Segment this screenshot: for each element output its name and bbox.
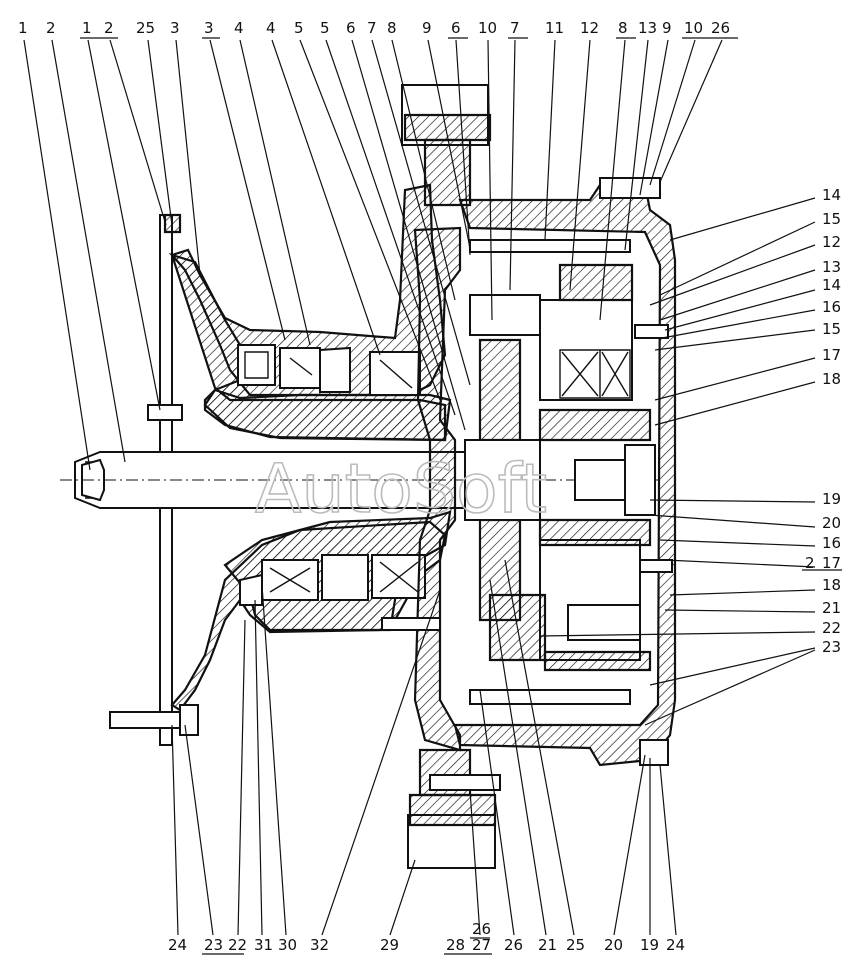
lower-housing	[170, 510, 452, 712]
callout-label: 15	[822, 320, 841, 338]
callout-label: 8	[387, 19, 397, 37]
callout-label: 8	[618, 19, 628, 37]
callout-label: 23	[204, 936, 223, 954]
bottom-labels: 24 23 22 31 30 32 29 28 26 27 26 21 25 2…	[168, 920, 685, 954]
callout-label: 2	[805, 554, 815, 572]
callout-label: 3	[170, 19, 180, 37]
upper-housing	[168, 183, 452, 442]
callout-label: 7	[510, 19, 520, 37]
main-shaft	[60, 451, 660, 509]
callout-label: 24	[666, 936, 685, 954]
callout-label: 1	[18, 19, 28, 37]
planet-gears	[488, 263, 652, 672]
callout-label: 10	[684, 19, 703, 37]
right-labels: 14 15 12 13 14 16 15 17 18 19 20 16 2 17…	[805, 186, 841, 656]
callout-label: 20	[822, 514, 841, 532]
callout-label: 20	[604, 936, 623, 954]
callout-label: 29	[380, 936, 399, 954]
callout-label: 12	[580, 19, 599, 37]
bottom-leaders	[171, 559, 677, 936]
callout-label: 12	[822, 233, 841, 251]
callout-label: 27	[472, 936, 491, 954]
callout-label: 22	[822, 619, 841, 637]
callout-label: 26	[711, 19, 730, 37]
callout-label: 10	[478, 19, 497, 37]
top-leaders	[23, 39, 723, 471]
callout-label: 16	[822, 534, 841, 552]
callout-label: 2	[104, 19, 114, 37]
callout-label: 1	[82, 19, 92, 37]
callout-label: 4	[234, 19, 244, 37]
callout-label: 14	[822, 186, 841, 204]
callout-label: 6	[346, 19, 356, 37]
lower-bearings	[239, 554, 426, 606]
ring-gear	[401, 84, 497, 869]
callout-label: 6	[451, 19, 461, 37]
callout-label: 15	[822, 210, 841, 228]
callout-label: 21	[538, 936, 557, 954]
callout-label: 4	[266, 19, 276, 37]
callout-label: 32	[310, 936, 329, 954]
callout-label: 19	[822, 490, 841, 508]
callout-label: 9	[422, 19, 432, 37]
callout-label: 30	[278, 936, 297, 954]
watermark: AutoSoft	[255, 450, 547, 529]
callout-label: 7	[367, 19, 377, 37]
callout-label: 28	[446, 936, 465, 954]
callout-label: 23	[822, 638, 841, 656]
callout-label: 18	[822, 576, 841, 594]
callout-label: 26	[504, 936, 523, 954]
callout-label: 24	[168, 936, 187, 954]
callout-label: 5	[320, 19, 330, 37]
callout-label: 9	[662, 19, 672, 37]
callout-label: 5	[294, 19, 304, 37]
callout-label: 31	[254, 936, 273, 954]
callout-label: 14	[822, 276, 841, 294]
callout-label: 2	[46, 19, 56, 37]
callout-label: 16	[822, 298, 841, 316]
callout-label: 19	[640, 936, 659, 954]
callout-label: 25	[566, 936, 585, 954]
callout-label: 3	[204, 19, 214, 37]
callout-label: 18	[822, 370, 841, 388]
callout-label: 21	[822, 599, 841, 617]
callout-label: 25	[136, 19, 155, 37]
callout-label: 11	[545, 19, 564, 37]
label-underlines	[80, 37, 842, 955]
callout-label: 13	[822, 258, 841, 276]
top-labels: 1 2 1 2 25 3 3 4 4 5 5 6 7 8 9 6 10 7 11…	[18, 19, 730, 37]
callout-label: 22	[228, 936, 247, 954]
right-leaders	[539, 197, 816, 726]
callout-label: 17	[822, 346, 841, 364]
callout-label: 26	[472, 920, 491, 938]
callout-label: 17	[822, 554, 841, 572]
callout-label: 13	[638, 19, 657, 37]
bolts	[109, 177, 673, 791]
sun-gear-hub	[464, 294, 656, 622]
